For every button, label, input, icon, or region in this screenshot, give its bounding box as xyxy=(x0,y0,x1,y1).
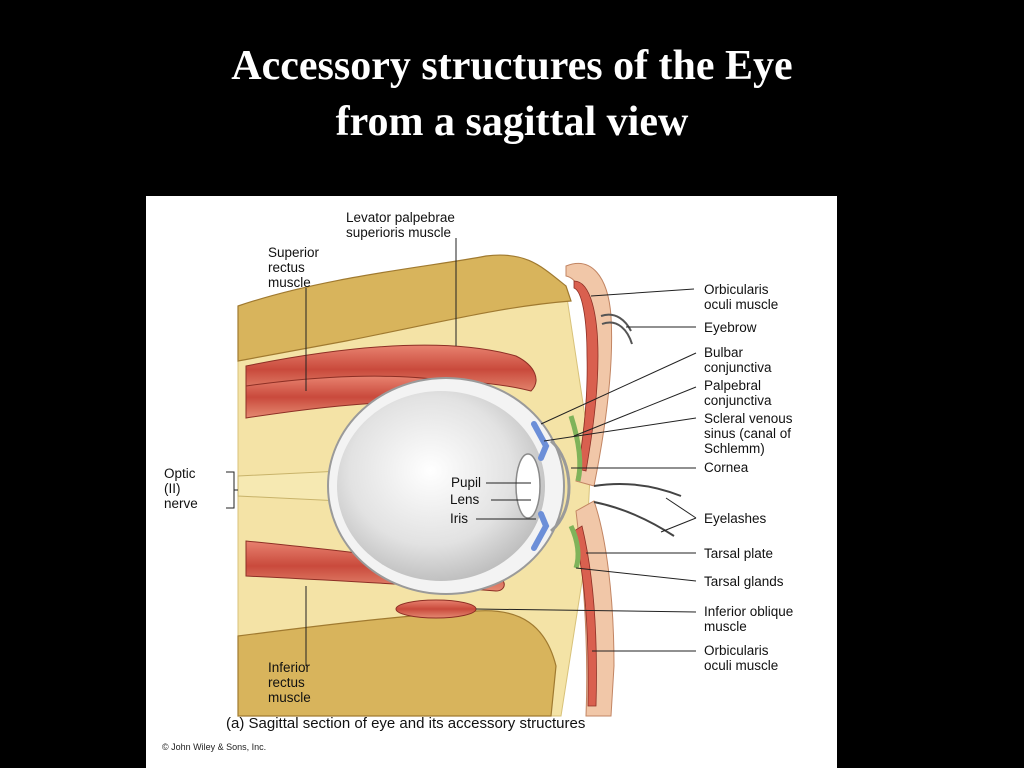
vitreous-body xyxy=(337,391,545,581)
inferior-oblique-muscle xyxy=(395,599,477,619)
eye-diagram: Levator palpebrae superioris muscle Supe… xyxy=(146,196,837,768)
label-inferior-rectus: Inferior rectus muscle xyxy=(268,660,311,705)
title-line-2: from a sagittal view xyxy=(335,99,689,145)
eye-illustration xyxy=(226,238,697,717)
leader-lines xyxy=(226,238,697,666)
orbital-floor-bone xyxy=(237,610,557,717)
label-tarsal-plate: Tarsal plate xyxy=(704,546,774,561)
orbital-roof-bone xyxy=(237,254,572,362)
label-inferior-oblique: Inferior oblique muscle xyxy=(704,604,794,634)
label-superior-rectus: Superior rectus muscle xyxy=(268,245,320,290)
label-eyelashes: Eyelashes xyxy=(704,511,767,526)
lens xyxy=(515,453,541,519)
title-line-1: Accessory structures of the Eye xyxy=(231,43,793,89)
orbicularis-oculi-lower xyxy=(573,525,597,707)
cornea xyxy=(549,439,571,533)
label-orbicularis-oculi-top: Orbicularis oculi muscle xyxy=(704,282,779,312)
tarsal-glands-lower xyxy=(568,524,581,569)
optic-nerve xyxy=(237,470,342,502)
label-scleral-venous-sinus: Scleral venous sinus (canal of Schlemm) xyxy=(704,411,793,456)
label-tarsal-glands: Tarsal glands xyxy=(704,574,784,589)
label-optic-nerve: Optic (II) nerve xyxy=(164,466,198,511)
slide-title: Accessory structures of the Eye from a s… xyxy=(0,38,1024,150)
label-orbicularis-oculi-bottom: Orbicularis oculi muscle xyxy=(704,643,779,673)
label-lens: Lens xyxy=(450,492,480,507)
label-eyebrow: Eyebrow xyxy=(704,320,757,335)
label-levator-palpebrae: Levator palpebrae superioris muscle xyxy=(346,210,455,240)
label-cornea: Cornea xyxy=(704,460,749,475)
figure-caption: (a) Sagittal section of eye and its acce… xyxy=(226,715,586,732)
eyelashes xyxy=(593,483,682,537)
label-iris: Iris xyxy=(450,511,468,526)
label-bulbar-conjunctiva: Bulbar conjunctiva xyxy=(704,345,772,375)
iris xyxy=(531,421,550,551)
eyebrow xyxy=(600,313,633,345)
tarsal-glands-upper xyxy=(568,415,583,482)
label-pupil: Pupil xyxy=(451,475,482,490)
label-palpebral-conjunctiva: Palpebral conjunctiva xyxy=(704,378,772,408)
copyright-notice: © John Wiley & Sons, Inc. xyxy=(162,742,267,752)
